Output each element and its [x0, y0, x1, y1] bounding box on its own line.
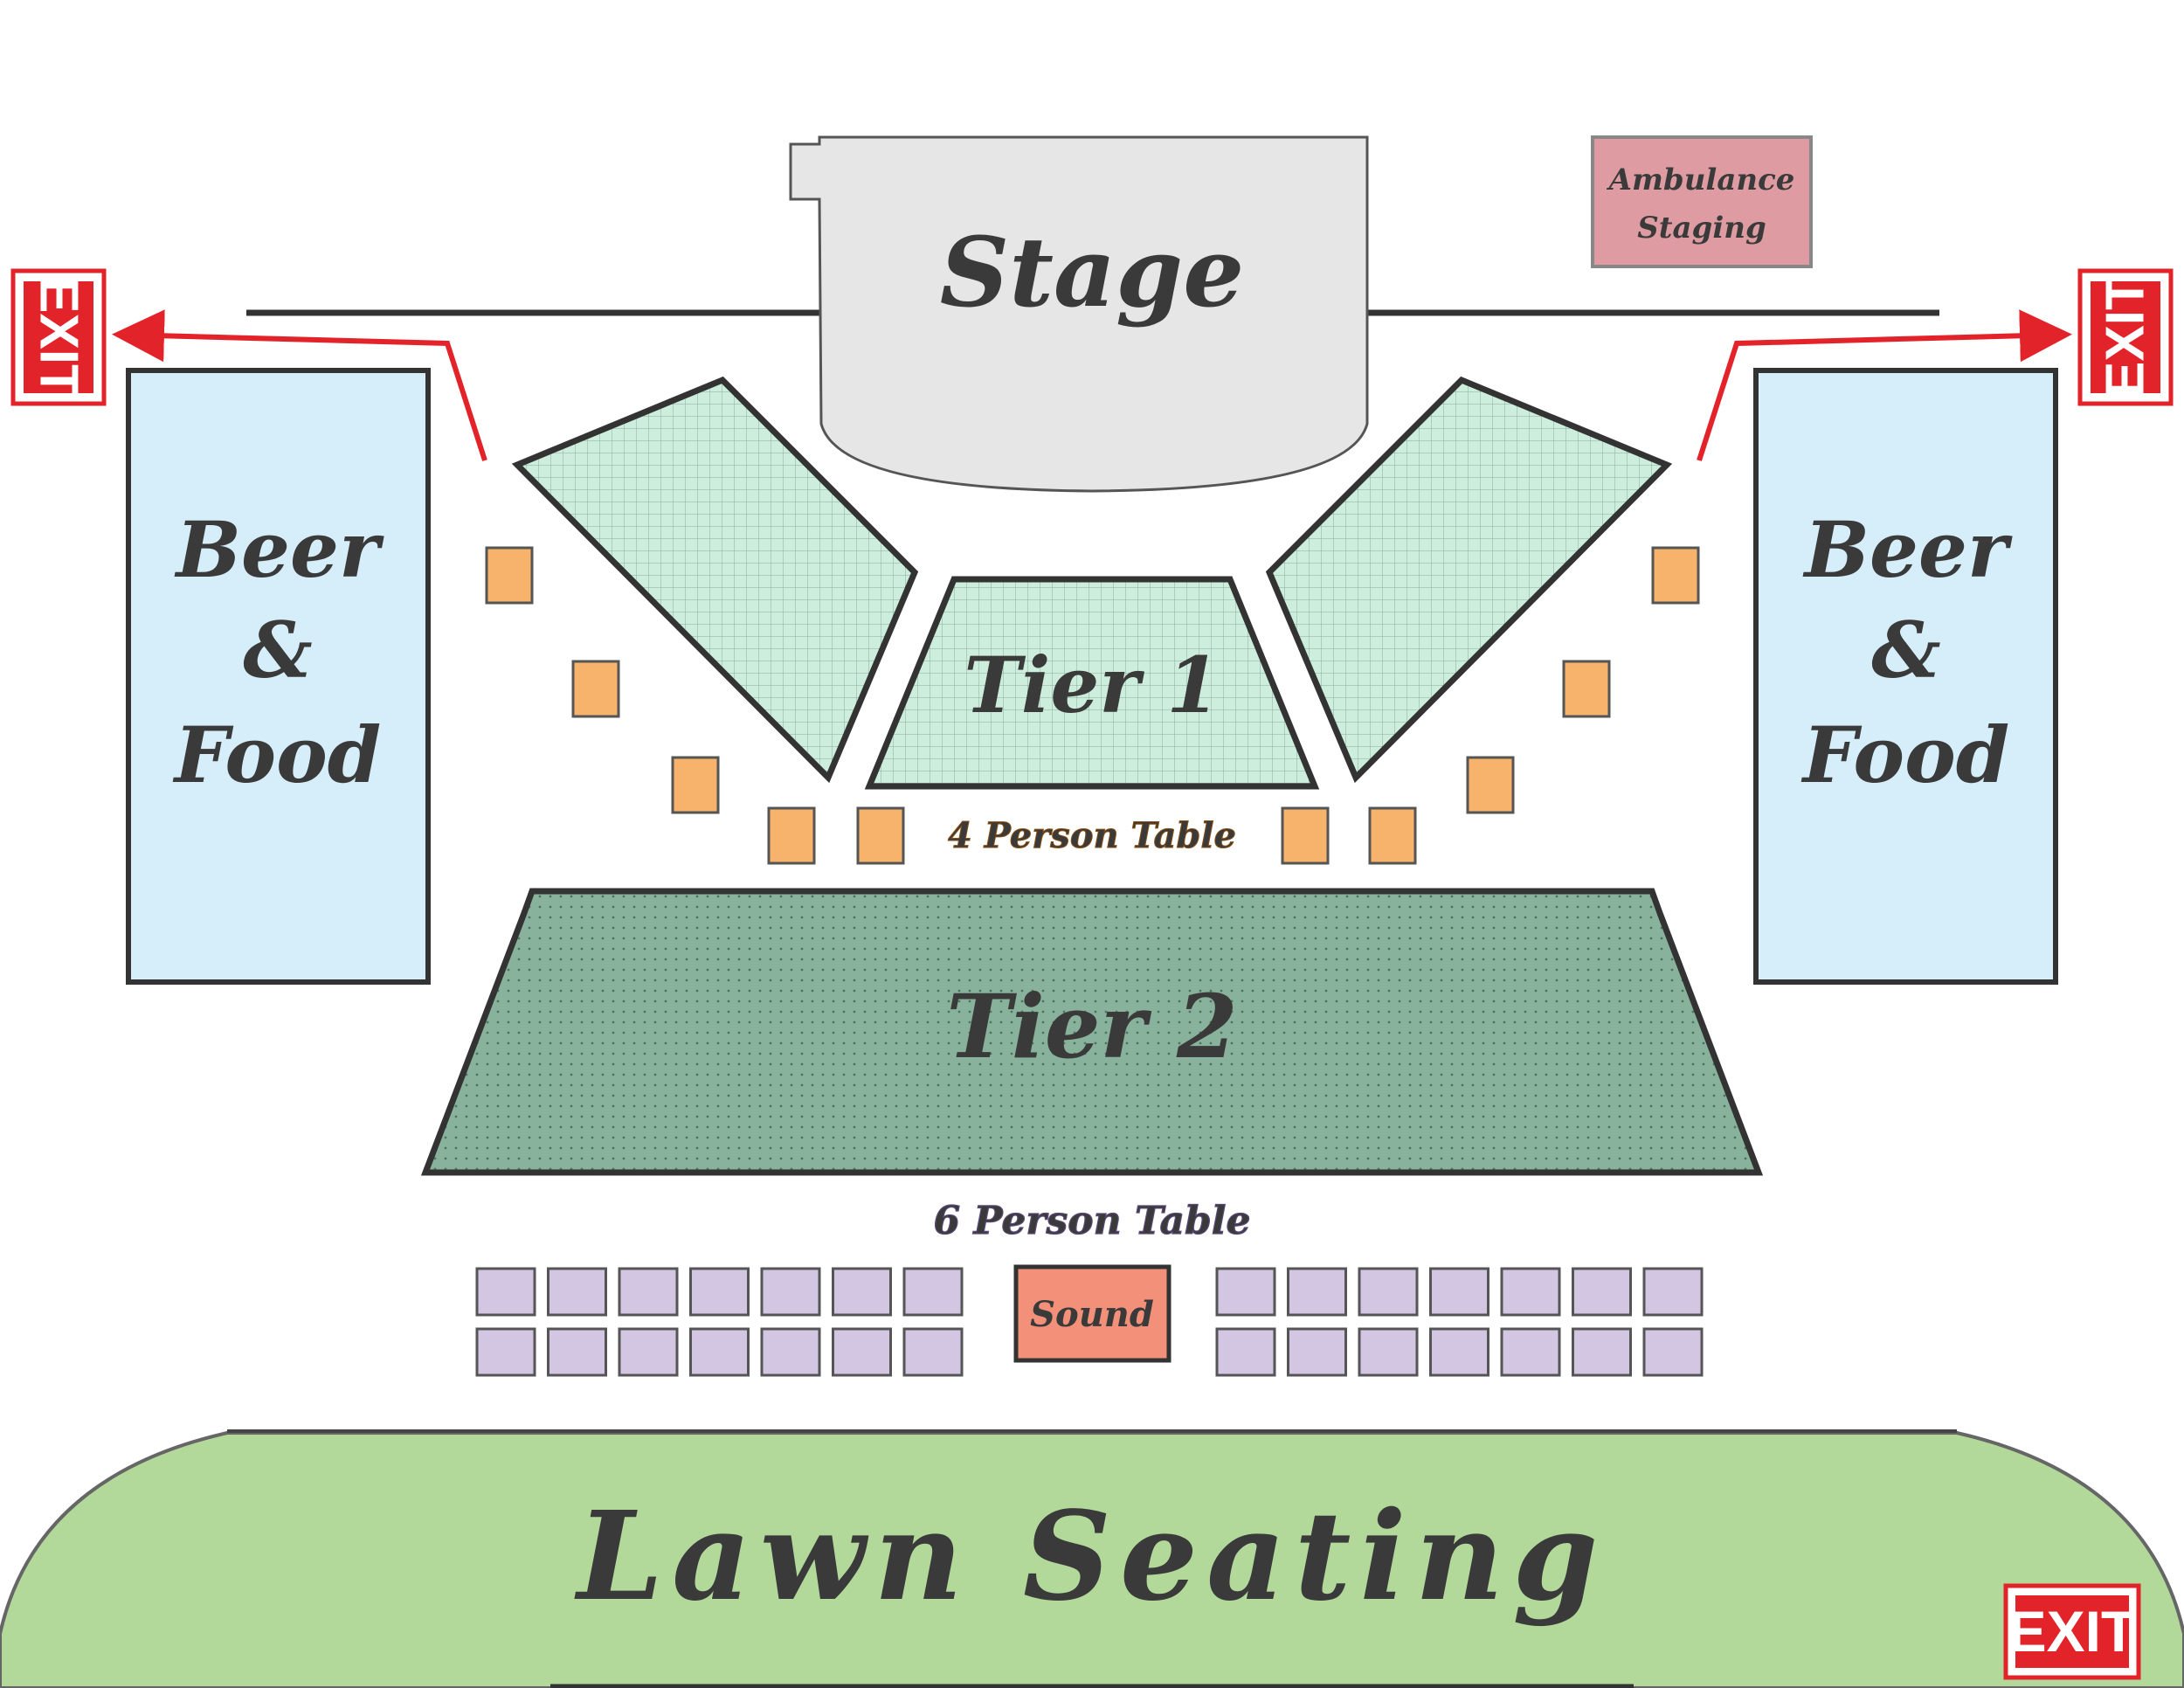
exit-arrow-left [112, 309, 487, 461]
exit-sign-right[interactable]: EXIT [2077, 268, 2174, 406]
beer-food-left-line1: Beer [174, 504, 384, 595]
six-person-table-24[interactable] [1358, 1327, 1419, 1377]
six-person-table-label: 6 Person Table [934, 1199, 1251, 1243]
six-person-table-12[interactable] [1500, 1267, 1561, 1317]
six-person-table-21[interactable] [902, 1327, 964, 1377]
four-person-table-8[interactable] [1466, 756, 1515, 814]
six-person-table-2[interactable] [547, 1267, 607, 1317]
beer-food-area-left[interactable] [126, 368, 431, 985]
four-person-table-3[interactable] [671, 756, 720, 814]
six-person-tables [475, 1267, 1704, 1377]
ambulance-label-line2: Staging [1637, 211, 1766, 246]
six-person-table-14[interactable] [1642, 1267, 1704, 1317]
four-person-table-5[interactable] [856, 806, 905, 865]
exit-arrow-right [1697, 309, 2072, 461]
six-person-table-22[interactable] [1215, 1327, 1276, 1377]
six-person-table-4[interactable] [689, 1267, 750, 1317]
sound-label: Sound [1030, 1294, 1154, 1335]
sound-booth[interactable] [1013, 1264, 1171, 1363]
six-person-table-18[interactable] [689, 1327, 750, 1377]
tier1-center[interactable] [864, 576, 1320, 790]
ambulance-label-line1: Ambulance [1607, 163, 1795, 197]
four-person-table-6[interactable] [1281, 806, 1330, 865]
beer-food-left-line3: Food [172, 709, 382, 800]
four-person-table-9[interactable] [1562, 660, 1611, 718]
six-person-table-3[interactable] [618, 1267, 679, 1317]
six-person-table-27[interactable] [1572, 1327, 1632, 1377]
tier1-wing-left[interactable] [511, 376, 919, 784]
six-person-table-20[interactable] [832, 1327, 892, 1377]
six-person-table-19[interactable] [760, 1327, 821, 1377]
four-person-tables [485, 546, 1700, 865]
six-person-table-15[interactable] [475, 1327, 536, 1377]
tier2-area[interactable] [420, 888, 1764, 1176]
six-person-table-28[interactable] [1642, 1327, 1704, 1377]
six-person-table-25[interactable] [1429, 1327, 1489, 1377]
ambulance-staging-area[interactable] [1591, 135, 1813, 268]
tier1-label: Tier 1 [964, 640, 1220, 730]
four-person-table-1[interactable] [485, 546, 534, 605]
exit-sign-bottom-text: EXIT [2008, 1599, 2137, 1664]
six-person-table-1[interactable] [475, 1267, 536, 1317]
six-person-table-10[interactable] [1358, 1267, 1419, 1317]
beer-food-right-line2: & [1871, 605, 1940, 695]
exit-sign-left[interactable]: EXIT [10, 268, 107, 406]
six-person-table-5[interactable] [760, 1267, 821, 1317]
beer-food-area-right[interactable] [1753, 368, 2058, 985]
four-person-table-10[interactable] [1651, 546, 1700, 605]
six-person-table-11[interactable] [1429, 1267, 1489, 1317]
exit-sign-left-text: EXIT [29, 277, 89, 398]
stage-label: Stage [940, 216, 1244, 329]
six-person-table-9[interactable] [1287, 1267, 1347, 1317]
stage-area[interactable] [789, 135, 1369, 493]
six-person-table-7[interactable] [902, 1267, 964, 1317]
tier1-wing-right[interactable] [1265, 376, 1673, 784]
beer-food-right-line1: Beer [1802, 504, 2013, 595]
six-person-table-16[interactable] [547, 1327, 607, 1377]
lawn-seating-label: Lawn Seating [574, 1485, 1607, 1629]
six-person-table-13[interactable] [1572, 1267, 1632, 1317]
four-person-table-2[interactable] [571, 660, 620, 718]
six-person-table-26[interactable] [1500, 1327, 1561, 1377]
six-person-table-6[interactable] [832, 1267, 892, 1317]
exit-sign-right-text: EXIT [2096, 277, 2156, 398]
beer-food-left-line2: & [243, 605, 312, 695]
six-person-table-23[interactable] [1287, 1327, 1347, 1377]
beer-food-right-line3: Food [1800, 709, 2010, 800]
tier2-label: Tier 2 [946, 975, 1237, 1078]
four-person-table-label: 4 Person Table [948, 815, 1236, 856]
four-person-table-4[interactable] [767, 806, 816, 865]
six-person-table-17[interactable] [618, 1327, 679, 1377]
exit-sign-bottom[interactable]: EXIT [2003, 1583, 2141, 1680]
four-person-table-7[interactable] [1368, 806, 1417, 865]
six-person-table-8[interactable] [1215, 1267, 1276, 1317]
